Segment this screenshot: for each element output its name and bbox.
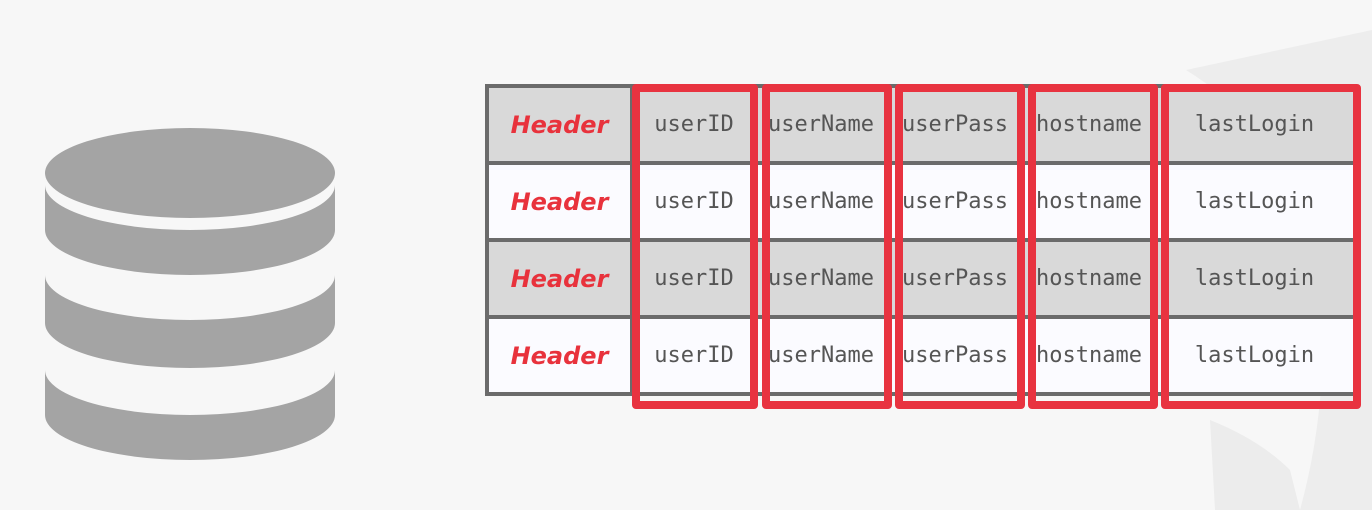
- database-icon: [45, 128, 335, 460]
- hostname-cell: hostname: [1022, 86, 1156, 165]
- userpass-cell: userPass: [888, 315, 1022, 394]
- header-cell: Header: [487, 238, 634, 319]
- hostname-cell: hostname: [1022, 161, 1156, 242]
- hostname-cell: hostname: [1022, 238, 1156, 319]
- userid-cell: userID: [632, 161, 754, 242]
- header-cell: Header: [487, 86, 634, 165]
- username-cell: userName: [754, 161, 888, 242]
- lastlogin-cell: lastLogin: [1156, 315, 1355, 394]
- userid-cell: userID: [632, 315, 754, 394]
- header-cell: Header: [487, 161, 634, 242]
- username-cell: userName: [754, 86, 888, 165]
- lastlogin-cell: lastLogin: [1156, 161, 1355, 242]
- userid-cell: userID: [632, 86, 754, 165]
- userpass-cell: userPass: [888, 86, 1022, 165]
- hostname-cell: hostname: [1022, 315, 1156, 394]
- lastlogin-cell: lastLogin: [1156, 238, 1355, 319]
- username-cell: userName: [754, 315, 888, 394]
- username-cell: userName: [754, 238, 888, 319]
- header-cell: Header: [487, 315, 634, 394]
- userid-cell: userID: [632, 238, 754, 319]
- userpass-cell: userPass: [888, 238, 1022, 319]
- lastlogin-cell: lastLogin: [1156, 86, 1355, 165]
- userpass-cell: userPass: [888, 161, 1022, 242]
